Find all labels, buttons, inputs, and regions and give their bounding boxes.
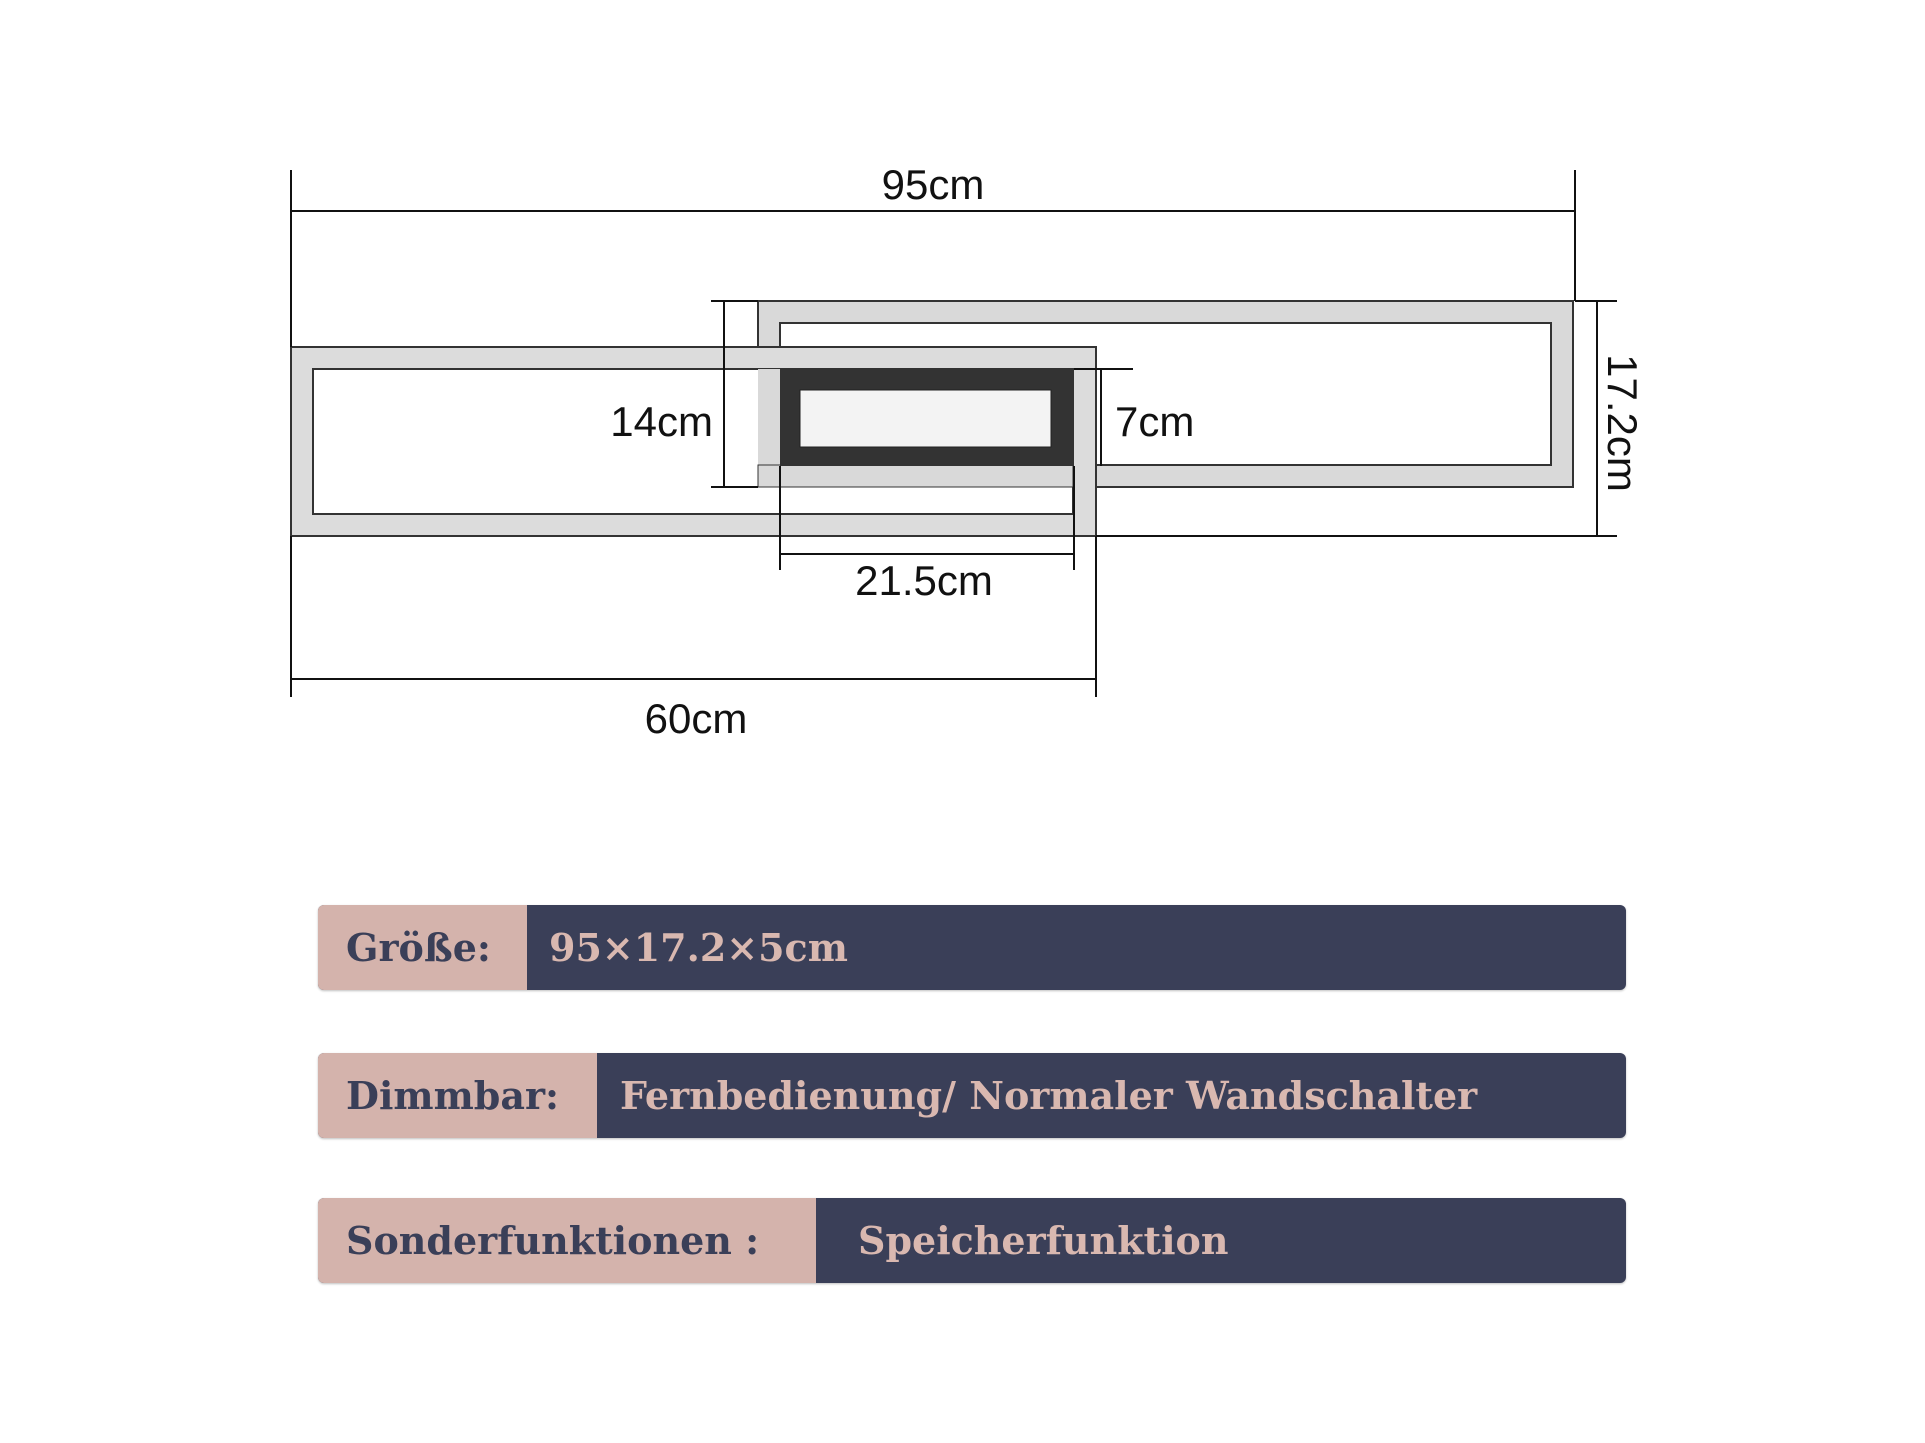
spec-value: Fernbedienung/ Normaler Wandschalter bbox=[620, 1073, 1478, 1118]
dim-center-width: 21.5cm bbox=[855, 557, 993, 604]
dim-total-depth: 17.2cm bbox=[1599, 354, 1646, 492]
spec-label: Dimmbar: bbox=[318, 1053, 597, 1138]
dim-frame-length: 60cm bbox=[645, 695, 748, 742]
spec-row-dimmable: Dimmbar: Fernbedienung/ Normaler Wandsch… bbox=[318, 1053, 1626, 1138]
spec-label: Größe: bbox=[318, 905, 527, 990]
dim-total-length: 95cm bbox=[882, 161, 985, 208]
spec-row-special-functions: Sonderfunktionen : Speicherfunktion bbox=[318, 1198, 1626, 1283]
spec-value: Speicherfunktion bbox=[858, 1218, 1229, 1263]
dim-center-height: 7cm bbox=[1115, 398, 1194, 445]
spec-value: 95×17.2×5cm bbox=[549, 925, 848, 970]
dimension-lines bbox=[290, 170, 1617, 697]
dim-frame-height: 14cm bbox=[610, 398, 713, 445]
spec-row-size: Größe: 95×17.2×5cm bbox=[318, 905, 1626, 990]
spec-label: Sonderfunktionen : bbox=[318, 1198, 816, 1283]
center-module bbox=[780, 369, 1074, 466]
